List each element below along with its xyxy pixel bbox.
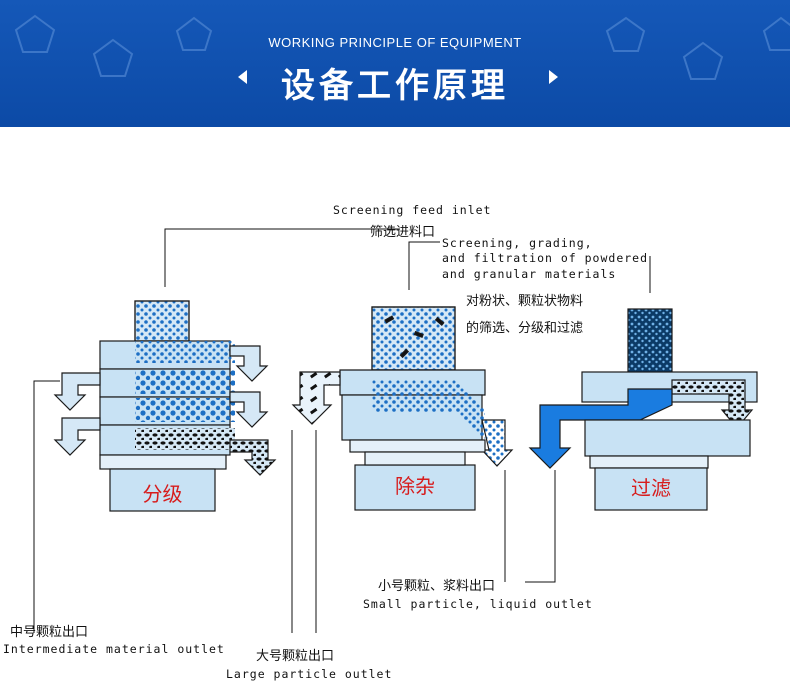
arrow-left-icon xyxy=(238,70,247,84)
banner-subtitle: WORKING PRINCIPLE OF EQUIPMENT xyxy=(268,35,522,50)
header-banner: WORKING PRINCIPLE OF EQUIPMENT 设备工作原理 xyxy=(0,0,790,127)
machine-filtration xyxy=(528,308,758,511)
feed-inlet-label-cn: 筛选进料口 xyxy=(370,225,436,240)
large-outlet-label-en: Large particle outlet xyxy=(226,667,393,681)
page-title: 设备工作原理 xyxy=(281,66,509,106)
stage-label-filtration: 过滤 xyxy=(631,476,671,500)
small-outlet-label-en: Small particle, liquid outlet xyxy=(363,597,593,611)
machine-grading xyxy=(53,300,277,512)
large-outlet-label-cn: 大号颗粒出口 xyxy=(256,649,335,664)
stage-label-grading: 分级 xyxy=(142,482,183,506)
function-label-en-2: and filtration of powdered xyxy=(442,251,649,265)
function-label-en-3: and granular materials xyxy=(442,267,617,281)
function-label-cn-1: 对粉状、颗粒状物料 xyxy=(466,294,584,309)
leader-lines xyxy=(33,228,651,633)
arrow-right-icon xyxy=(549,70,558,84)
function-label-cn-2: 的筛选、分级和过滤 xyxy=(466,321,584,336)
machine-impurity xyxy=(291,306,514,511)
banner-pentagon-decor xyxy=(14,14,790,80)
stage-label-impurity: 除杂 xyxy=(395,474,435,498)
function-label-en-1: Screening, grading, xyxy=(442,236,593,250)
mid-outlet-label-cn: 中号颗粒出口 xyxy=(10,625,89,640)
small-outlet-label-cn: 小号颗粒、浆料出口 xyxy=(378,579,496,594)
mid-outlet-label-en: Intermediate material outlet xyxy=(3,642,225,656)
feed-inlet-label-en: Screening feed inlet xyxy=(333,203,492,217)
